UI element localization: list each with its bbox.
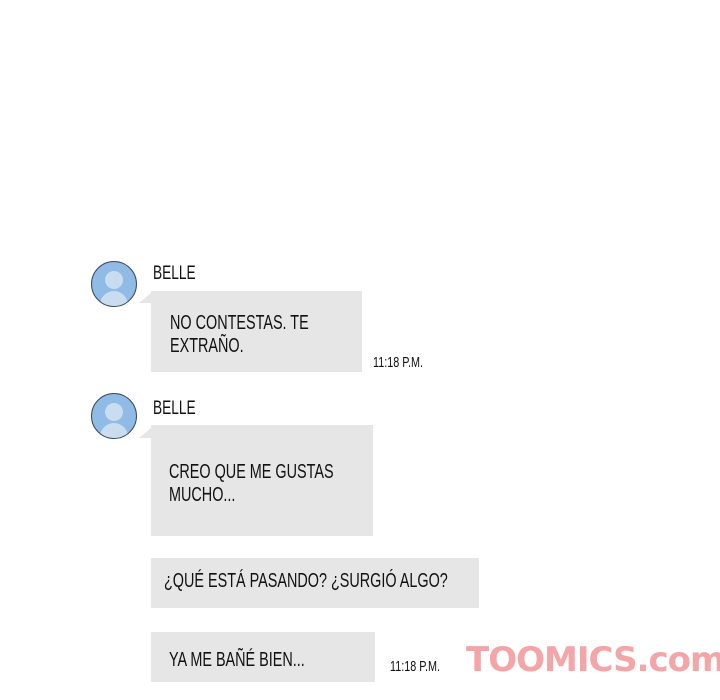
user-head-icon: [105, 271, 123, 289]
bubble-tail: [139, 293, 151, 303]
avatar: [91, 261, 137, 307]
message-bubble: YA ME BAÑÉ BIEN...: [151, 632, 375, 682]
bubble-tail: [139, 428, 151, 438]
user-head-icon: [105, 403, 123, 421]
message-line: CREO QUE ME GUSTAS: [169, 461, 334, 483]
message-bubble: CREO QUE ME GUSTAS MUCHO...: [151, 425, 373, 536]
timestamp: 11:18 P.M.: [373, 354, 424, 371]
user-body-icon: [100, 291, 128, 306]
avatar: [91, 393, 137, 439]
message-line: EXTRAÑO.: [170, 335, 244, 357]
message-text: NO CONTESTAS. TE EXTRAÑO.: [170, 312, 309, 358]
message-line: NO CONTESTAS. TE: [170, 312, 309, 334]
message-text: YA ME BAÑÉ BIEN...: [169, 649, 305, 671]
message-bubble: NO CONTESTAS. TE EXTRAÑO.: [151, 291, 362, 372]
user-body-icon: [100, 423, 128, 438]
timestamp: 11:18 P.M.: [390, 658, 441, 675]
sender-name: BELLE: [153, 263, 196, 284]
toomics-watermark-logo: TOOMICS.com: [466, 640, 720, 680]
message-text: CREO QUE ME GUSTAS MUCHO...: [169, 461, 334, 507]
sender-name: BELLE: [153, 398, 196, 419]
message-text: ¿QUÉ ESTÁ PASANDO? ¿SURGIÓ ALGO?: [164, 570, 448, 592]
message-bubble: ¿QUÉ ESTÁ PASANDO? ¿SURGIÓ ALGO?: [151, 558, 479, 608]
message-line: MUCHO...: [169, 484, 236, 506]
